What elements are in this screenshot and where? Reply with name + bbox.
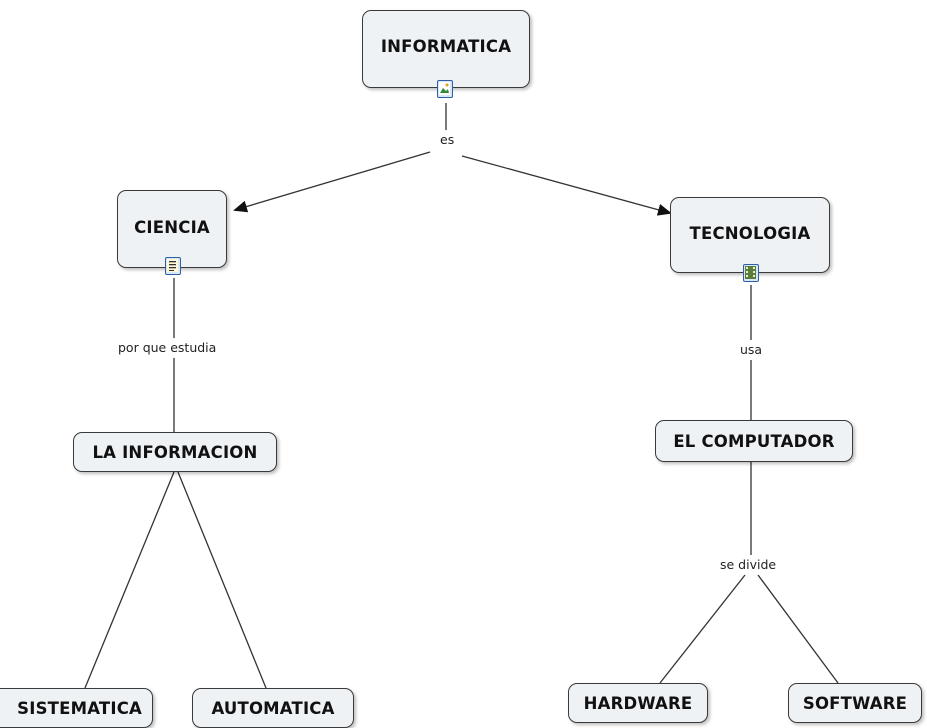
concept-automatica[interactable]: AUTOMATICA xyxy=(192,688,354,728)
concept-hardware-label: HARDWARE xyxy=(583,693,693,713)
arrow-es-tecnologia xyxy=(461,155,672,216)
concept-el-computador[interactable]: EL COMPUTADOR xyxy=(655,420,853,462)
document-icon[interactable] xyxy=(165,257,181,275)
concept-tecnologia-label: TECNOLOGIA xyxy=(689,223,811,243)
concept-tecnologia[interactable]: TECNOLOGIA xyxy=(670,197,830,273)
concept-informatica-label: INFORMATICA xyxy=(380,36,512,56)
link-label-es: es xyxy=(438,132,457,147)
concept-la-informacion[interactable]: LA INFORMACION xyxy=(73,432,277,472)
concept-la-informacion-label: LA INFORMACION xyxy=(92,442,258,462)
connector-lainformacion-sistematica xyxy=(84,471,175,689)
link-label-se-divide: se divide xyxy=(718,557,779,572)
link-label-por-que-estudia: por que estudia xyxy=(116,340,219,355)
concept-sistematica-label: SISTEMATICA xyxy=(17,698,142,718)
concept-automatica-label: AUTOMATICA xyxy=(211,698,335,718)
concept-software-label: SOFTWARE xyxy=(802,693,908,713)
connector-sedivide-hardware xyxy=(659,574,746,684)
connector-lainformacion-automatica xyxy=(177,471,267,689)
film-icon[interactable] xyxy=(743,264,759,282)
concept-ciencia[interactable]: CIENCIA xyxy=(117,190,227,268)
link-label-usa: usa xyxy=(738,342,765,357)
concept-software[interactable]: SOFTWARE xyxy=(788,683,922,723)
image-icon[interactable] xyxy=(437,80,453,98)
concept-el-computador-label: EL COMPUTADOR xyxy=(673,431,835,451)
concept-hardware[interactable]: HARDWARE xyxy=(568,683,708,723)
arrow-es-ciencia xyxy=(233,151,431,213)
concept-ciencia-label: CIENCIA xyxy=(134,217,210,237)
connector-sedivide-software xyxy=(757,574,839,684)
concept-sistematica[interactable]: SISTEMATICA xyxy=(0,688,153,728)
concept-informatica[interactable]: INFORMATICA xyxy=(362,10,530,88)
